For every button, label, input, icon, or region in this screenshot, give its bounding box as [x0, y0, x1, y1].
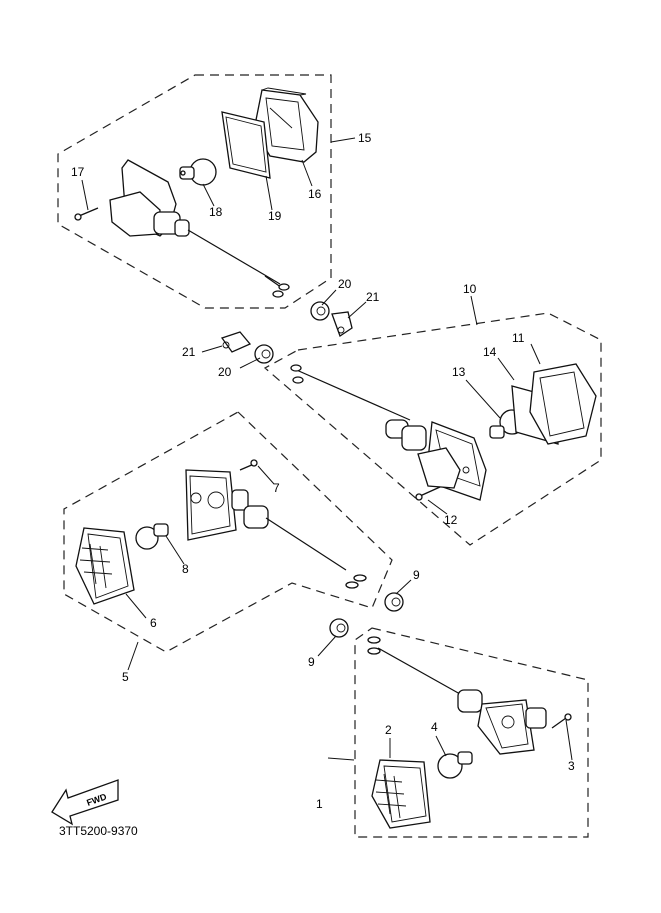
callout-8: 8 — [182, 562, 189, 576]
callout-20-mid: 20 — [218, 365, 232, 379]
callout-15: 15 — [358, 131, 372, 145]
assembly-5-boundary — [63, 411, 393, 653]
cap-21-mid — [220, 331, 252, 353]
callout-2: 2 — [385, 723, 392, 737]
callout-14: 14 — [483, 345, 497, 359]
bulb-4 — [437, 751, 473, 779]
assembly-10-boundary — [263, 312, 602, 546]
cap-21-top — [331, 311, 353, 337]
nut-9-lower — [329, 618, 349, 638]
callout-4: 4 — [431, 720, 438, 734]
callout-7: 7 — [273, 481, 280, 495]
leader-lines — [81, 137, 573, 761]
nut-20-top — [310, 301, 330, 321]
callout-18: 18 — [209, 205, 223, 219]
callout-5: 5 — [122, 670, 129, 684]
nut-9-upper — [384, 592, 404, 612]
callout-9-upper: 9 — [413, 568, 420, 582]
callout-16: 16 — [308, 187, 322, 201]
callout-labels: 1 2 3 4 5 6 7 8 9 9 10 11 12 13 14 15 16… — [71, 131, 575, 811]
callout-17: 17 — [71, 165, 85, 179]
callout-10: 10 — [463, 282, 477, 296]
callout-21-mid: 21 — [182, 345, 196, 359]
callout-1: 1 — [316, 797, 323, 811]
lens-11 — [529, 363, 597, 445]
assembly-15-group — [57, 74, 332, 309]
assembly-15-boundary — [57, 74, 332, 309]
screw-17 — [74, 207, 99, 221]
assembly-1-group — [354, 627, 589, 838]
nut-20-mid — [254, 344, 274, 364]
bulb-18 — [179, 158, 217, 186]
gasket-19 — [221, 111, 271, 179]
assembly-1-boundary — [354, 627, 589, 838]
lens-6 — [75, 527, 135, 605]
callout-11: 11 — [512, 331, 525, 345]
flasher-base-15 — [109, 159, 290, 298]
screw-3 — [551, 713, 572, 729]
screw-7 — [239, 459, 258, 471]
drawing-code: 3TT5200-9370 — [59, 824, 138, 838]
forward-arrow-icon: FWD — [51, 779, 119, 826]
callout-13: 13 — [452, 365, 466, 379]
assembly-5-group — [63, 411, 393, 653]
screw-12 — [415, 486, 441, 501]
callout-19: 19 — [268, 209, 282, 223]
callout-21-top: 21 — [366, 290, 380, 304]
bulb-8 — [135, 523, 169, 550]
callout-20-top: 20 — [338, 277, 352, 291]
callout-6: 6 — [150, 616, 157, 630]
lens-2 — [371, 759, 431, 829]
callout-3: 3 — [568, 759, 575, 773]
lens-16 — [253, 87, 319, 163]
callout-12: 12 — [444, 513, 458, 527]
assembly-10-group — [263, 312, 602, 546]
callout-9-lower: 9 — [308, 655, 315, 669]
